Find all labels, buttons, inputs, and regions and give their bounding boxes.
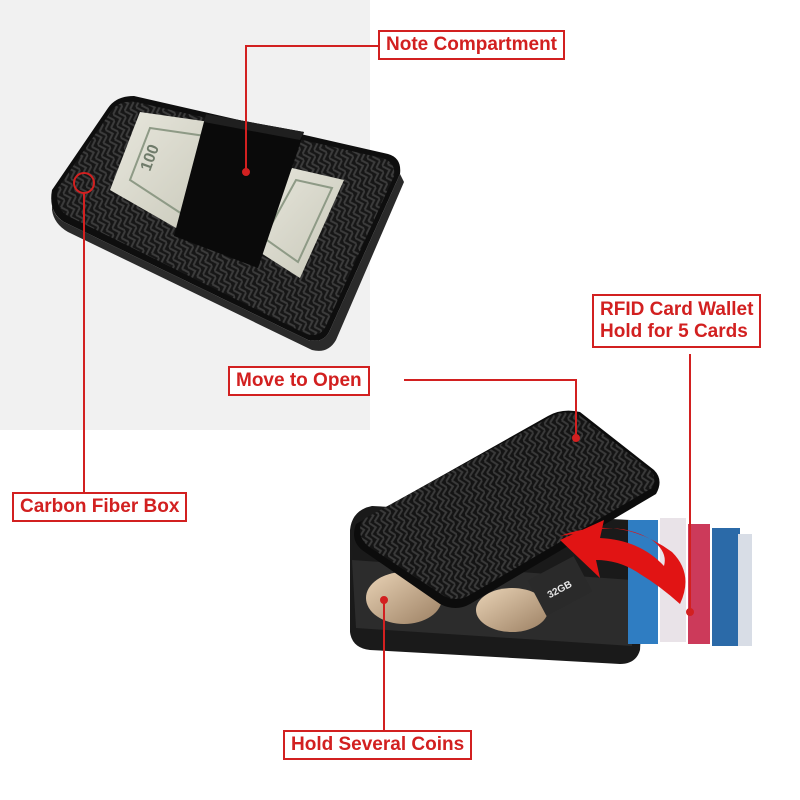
sd-card	[527, 556, 593, 616]
callout-move-to-open: Move to Open	[228, 366, 370, 396]
callout-rfid-line1: RFID Card Wallet	[600, 299, 754, 320]
open-wallet: 32GB	[350, 410, 752, 664]
coin-2	[476, 588, 548, 632]
callout-carbon-text: Carbon Fiber Box	[20, 496, 180, 517]
note-leader-dot	[242, 168, 250, 176]
rfid-leader-dot	[686, 608, 694, 616]
closed-wallet: 100	[51, 96, 404, 351]
callout-rfid-card-wallet: RFID Card Wallet Hold for 5 Cards	[592, 294, 762, 348]
move-leader	[404, 379, 577, 438]
callout-lines	[73, 45, 694, 730]
callout-rfid-line2: Hold for 5 Cards	[600, 321, 748, 342]
coins-leader-dot	[380, 596, 388, 604]
slide-direction-arrow	[560, 520, 686, 604]
note-leader	[245, 45, 378, 172]
sliding-lid	[360, 412, 655, 599]
card-navy	[712, 528, 740, 646]
card-gray	[738, 534, 752, 646]
callout-carbon-fiber-box: Carbon Fiber Box	[12, 492, 188, 522]
callout-move-text: Move to Open	[236, 370, 362, 391]
callout-coins-text: Hold Several Coins	[291, 734, 465, 755]
card-pink	[688, 524, 710, 644]
callout-note-text: Note Compartment	[386, 34, 558, 55]
move-leader-dot	[572, 434, 580, 442]
callout-note-compartment: Note Compartment	[378, 30, 566, 60]
callout-hold-coins: Hold Several Coins	[283, 730, 473, 760]
elastic-money-band	[174, 114, 304, 268]
banknote-right	[250, 168, 344, 278]
